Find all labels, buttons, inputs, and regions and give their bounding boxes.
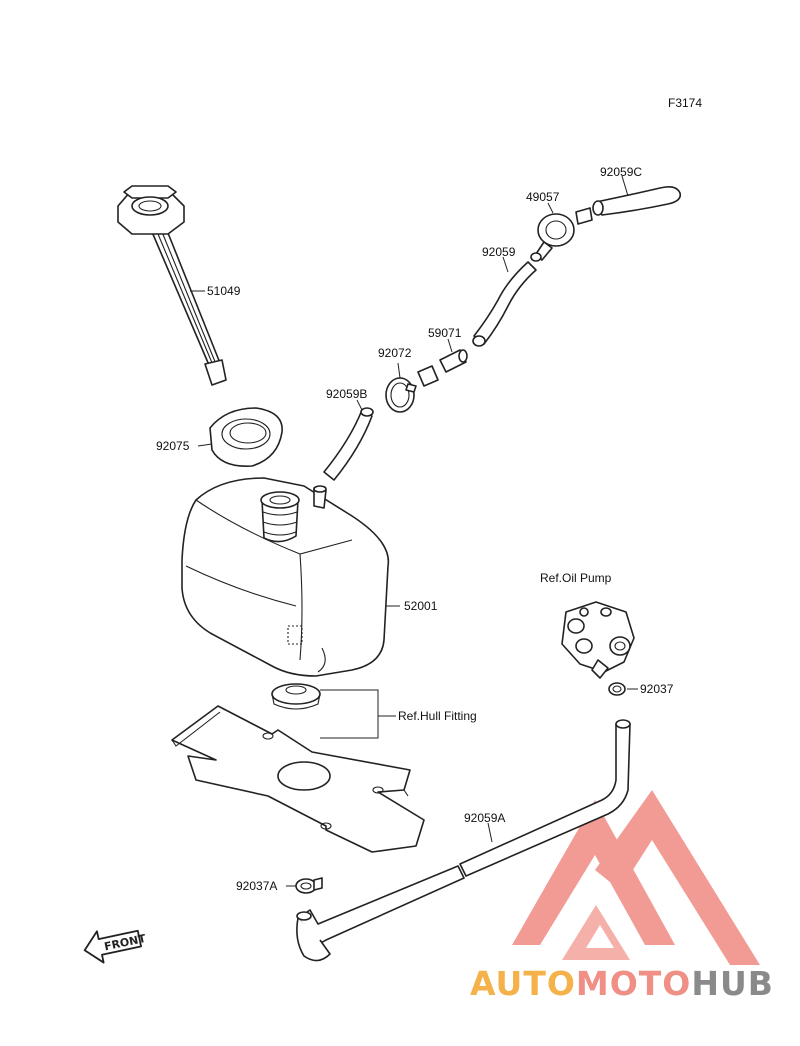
callout-92037A: 92037A xyxy=(236,879,277,893)
callout-92072: 92072 xyxy=(378,346,412,360)
part-49057-filter xyxy=(530,207,593,262)
part-52001-oil-tank xyxy=(181,477,390,677)
watermark-auto: AUTO xyxy=(470,964,576,1003)
part-92072-clamp xyxy=(385,377,417,413)
watermark-text: AUTOMOTOHUB xyxy=(470,964,774,1003)
part-51049-filler-cap xyxy=(117,185,227,386)
callout-92059C: 92059C xyxy=(600,165,642,179)
watermark-hub: HUB xyxy=(691,964,774,1003)
callout-51049: 51049 xyxy=(207,284,241,298)
ref-hull-fitting-grommet xyxy=(271,683,321,710)
part-92059A-hose xyxy=(296,719,631,962)
ref-oil-pump xyxy=(561,601,635,679)
part-92075-seal xyxy=(209,407,283,467)
figure-code: F3174 xyxy=(668,96,702,110)
callout-92075: 92075 xyxy=(156,439,190,453)
watermark-moto: MOTO xyxy=(576,964,691,1003)
part-base-pad xyxy=(171,705,425,853)
callout-ref-hull-fitting: Ref.Hull Fitting xyxy=(398,709,477,723)
part-92059-hose xyxy=(472,261,537,347)
callout-92037: 92037 xyxy=(640,682,674,696)
callout-52001: 52001 xyxy=(404,599,438,613)
callout-49057: 49057 xyxy=(526,190,560,204)
front-arrow-icon: FRONT xyxy=(83,929,147,964)
callout-92059: 92059 xyxy=(482,245,516,259)
callout-92059B: 92059B xyxy=(326,387,367,401)
part-92059C-hose xyxy=(592,186,682,216)
watermark-logo-icon xyxy=(512,790,760,965)
part-92037-clip xyxy=(608,682,626,696)
callout-59071: 59071 xyxy=(428,326,462,340)
part-59071-joint xyxy=(417,349,468,387)
part-92037A-clip xyxy=(295,877,323,894)
callout-92059A: 92059A xyxy=(464,811,505,825)
part-92059B-hose xyxy=(323,407,374,481)
callout-ref-oil-pump: Ref.Oil Pump xyxy=(540,571,612,585)
